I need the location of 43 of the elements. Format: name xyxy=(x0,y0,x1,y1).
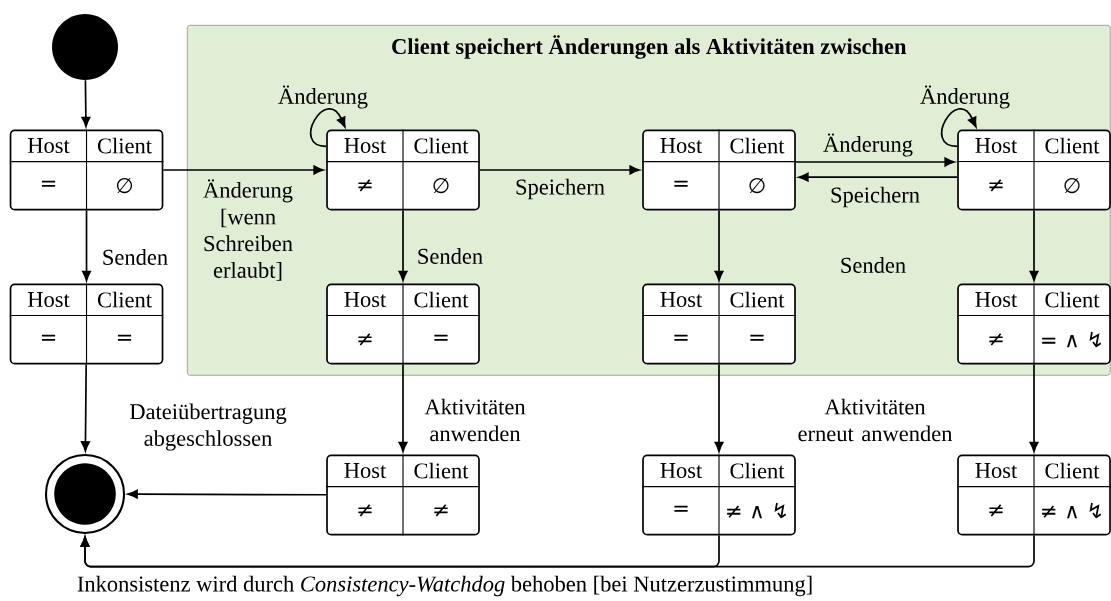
arrow xyxy=(127,489,327,499)
state-table: Host Client = = xyxy=(641,283,797,365)
arrow xyxy=(82,209,92,282)
arrow xyxy=(1029,363,1039,453)
edge-label: Änderung [wenn Schreiben erlaubt] xyxy=(203,179,293,281)
edge-label: Speichern xyxy=(831,186,920,208)
edge-label: Aktivitäten anwenden xyxy=(424,398,526,442)
arrow xyxy=(795,157,955,167)
edge-label: Änderung xyxy=(278,85,368,109)
state-table: Host Client = ∅ xyxy=(9,129,164,211)
arrow xyxy=(940,108,977,148)
edge-label: Senden xyxy=(103,249,168,265)
arrow xyxy=(398,363,408,453)
arrow xyxy=(80,534,1035,568)
state-table: Host Client ≠ = ∧ ↯ xyxy=(956,283,1111,365)
arrow xyxy=(309,108,346,148)
edge-label: Speichern xyxy=(516,178,605,200)
arrow xyxy=(798,172,958,182)
arrow xyxy=(80,363,90,452)
state-table: Host Client ≠ ≠ xyxy=(325,454,481,536)
arrow xyxy=(1029,209,1039,282)
initial-state xyxy=(52,14,118,80)
state-table: Host Client ≠ ∅ xyxy=(956,129,1111,211)
arrow xyxy=(398,209,408,282)
arrow xyxy=(81,79,91,128)
state-table: Host Client ≠ ≠ ∧ ↯ xyxy=(956,454,1111,536)
edge-label: Dateiübertragung abgeschlossen xyxy=(129,403,287,451)
state-table: Host Client ≠ ∅ xyxy=(325,129,481,211)
final-state xyxy=(44,453,126,535)
transition-note: Senden xyxy=(841,257,906,273)
edge-label: Änderung xyxy=(920,85,1010,109)
arrow xyxy=(162,165,324,175)
state-table: Host Client ≠ = xyxy=(325,283,481,365)
arrow xyxy=(479,165,640,175)
edge-label: Änderung xyxy=(823,133,913,157)
state-table: Host Client = ∅ xyxy=(641,129,797,211)
transition-note: Inkonsistenz wird durch Consistency-Watchdog behoben [bei Nutzerzustimmung] xyxy=(77,575,812,597)
edge-label: Senden xyxy=(418,248,483,264)
transition-note: Aktivitäten erneut anwenden xyxy=(798,398,953,442)
state-table: Host Client = ≠ ∧ ↯ xyxy=(641,454,797,536)
arrow xyxy=(714,209,724,282)
state-table: Host Client = = xyxy=(9,283,164,365)
arrow xyxy=(714,363,724,453)
